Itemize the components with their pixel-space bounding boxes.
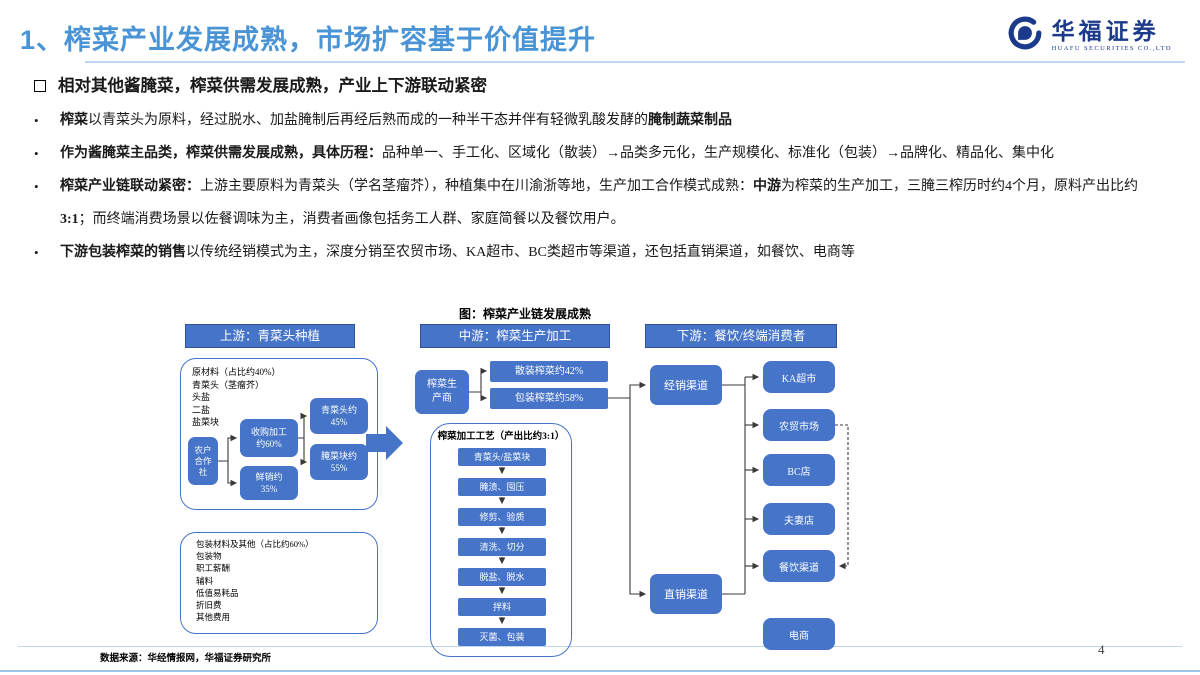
node-distributor-channel: 经销渠道 (650, 365, 722, 405)
node-channel-catering: 餐饮渠道 (763, 550, 835, 582)
process-title: 榨菜加工工艺（产出比约3:1） (437, 432, 565, 442)
node-packaged-zhacai: 包装榨菜约58% (490, 388, 608, 409)
bullet-item-2: • 作为酱腌菜主品类，榨菜供需发展成熟，具体历程：品种单一、手工化、区域化（散装… (34, 137, 1174, 170)
bullet-marker: • (34, 179, 39, 194)
bullet-list: • 榨菜以青菜头为原料，经过脱水、加盐腌制后再经后熟而成的一种半干态并伴有轻微乳… (34, 104, 1174, 269)
bullet-item-4: • 下游包装榨菜的销售以传统经销模式为主，深度分销至农贸市场、KA超市、BC类超… (34, 236, 1174, 269)
figure-title: 图：榨菜产业链发展成熟 (458, 307, 591, 321)
process-step-3: 修剪、验质 (458, 508, 546, 526)
header-upstream: 上游：青菜头种植 (185, 324, 355, 348)
header-midstream: 中游：榨菜生产加工 (420, 324, 610, 348)
logo-company-subtitle: HUAFU SECURITIES CO.,LTD (1051, 45, 1172, 52)
body-text: 相对其他酱腌菜，榨菜供需发展成熟，产业上下游联动紧密 • 榨菜以青菜头为原料，经… (34, 74, 1174, 269)
bullet-text: 榨菜产业链联动紧密：上游主要原料为青菜头（学名茎瘤芥），种植集中在川渝浙等地，生… (60, 179, 1138, 227)
title-divider (85, 61, 1185, 63)
company-logo: 华福证券 HUAFU SECURITIES CO.,LTD (1006, 14, 1172, 57)
node-ecommerce: 电商 (763, 618, 835, 650)
process-step-5: 脱盐、脱水 (458, 568, 546, 586)
packaging-cost-list: 包装材料及其他（占比约60%） 包装物 职工薪酬 辅料 低值易耗品 折旧费 其他… (196, 539, 314, 623)
square-bullet-icon (34, 80, 46, 92)
bottom-border (0, 670, 1200, 672)
section-heading-text: 相对其他酱腌菜，榨菜供需发展成熟，产业上下游联动紧密 (58, 76, 487, 95)
bullet-item-1: • 榨菜以青菜头为原料，经过脱水、加盐腌制后再经后熟而成的一种半干态并伴有轻微乳… (34, 104, 1174, 137)
node-producer: 榨菜生产商 (415, 370, 469, 414)
logo-company-name: 华福证券 (1051, 19, 1160, 44)
node-channel-mom-and-pop: 夫妻店 (763, 503, 835, 535)
bullet-marker: • (34, 113, 39, 128)
huafu-swirl-icon (1006, 14, 1044, 57)
process-step-2: 腌渍、囤压 (458, 478, 546, 496)
raw-material-list: 原材料（占比约40%） 青菜头（茎瘤芥） 头盐 二盐 盐菜块 (192, 367, 281, 427)
section-heading: 相对其他酱腌菜，榨菜供需发展成熟，产业上下游联动紧密 (34, 74, 1174, 98)
node-channel-bc: BC店 (763, 454, 835, 486)
process-step-4: 清洗、切分 (458, 538, 546, 556)
node-purchase-processing: 收购加工约60% (240, 419, 298, 457)
bullet-text: 榨菜以青菜头为原料，经过脱水、加盐腌制后再经后熟而成的一种半干态并伴有轻微乳酸发… (60, 113, 732, 128)
process-step-7: 灭菌、包装 (458, 628, 546, 646)
bullet-marker: • (34, 245, 39, 260)
footer-divider (18, 646, 1182, 647)
process-step-6: 拌料 (458, 598, 546, 616)
process-step-1: 青菜头/盐菜块 (458, 448, 546, 466)
node-direct-channel: 直销渠道 (650, 574, 722, 614)
data-source: 数据来源：华经情报网，华福证券研究所 (100, 654, 272, 664)
bullet-text: 下游包装榨菜的销售以传统经销模式为主，深度分销至农贸市场、KA超市、BC类超市等… (60, 245, 855, 260)
node-farmer-coop: 农户合作社 (188, 437, 218, 485)
node-channel-farmers-market: 农贸市场 (763, 409, 835, 441)
header-downstream: 下游：餐饮/终端消费者 (645, 324, 837, 348)
page-title: 1、榨菜产业发展成熟，市场扩容基于价值提升 (20, 25, 597, 55)
packaging-frame (180, 532, 378, 634)
node-bulk-zhacai: 散装榨菜约42% (490, 361, 608, 382)
node-channel-ka: KA超市 (763, 361, 835, 393)
page-number: 4 (1098, 642, 1105, 657)
bullet-marker: • (34, 146, 39, 161)
bullet-item-3: • 榨菜产业链联动紧密：上游主要原料为青菜头（学名茎瘤芥），种植集中在川渝浙等地… (34, 170, 1174, 236)
process-frame (430, 423, 572, 657)
bullet-text: 作为酱腌菜主品类，榨菜供需发展成熟，具体历程：品种单一、手工化、区域化（散装）→… (60, 146, 1054, 161)
